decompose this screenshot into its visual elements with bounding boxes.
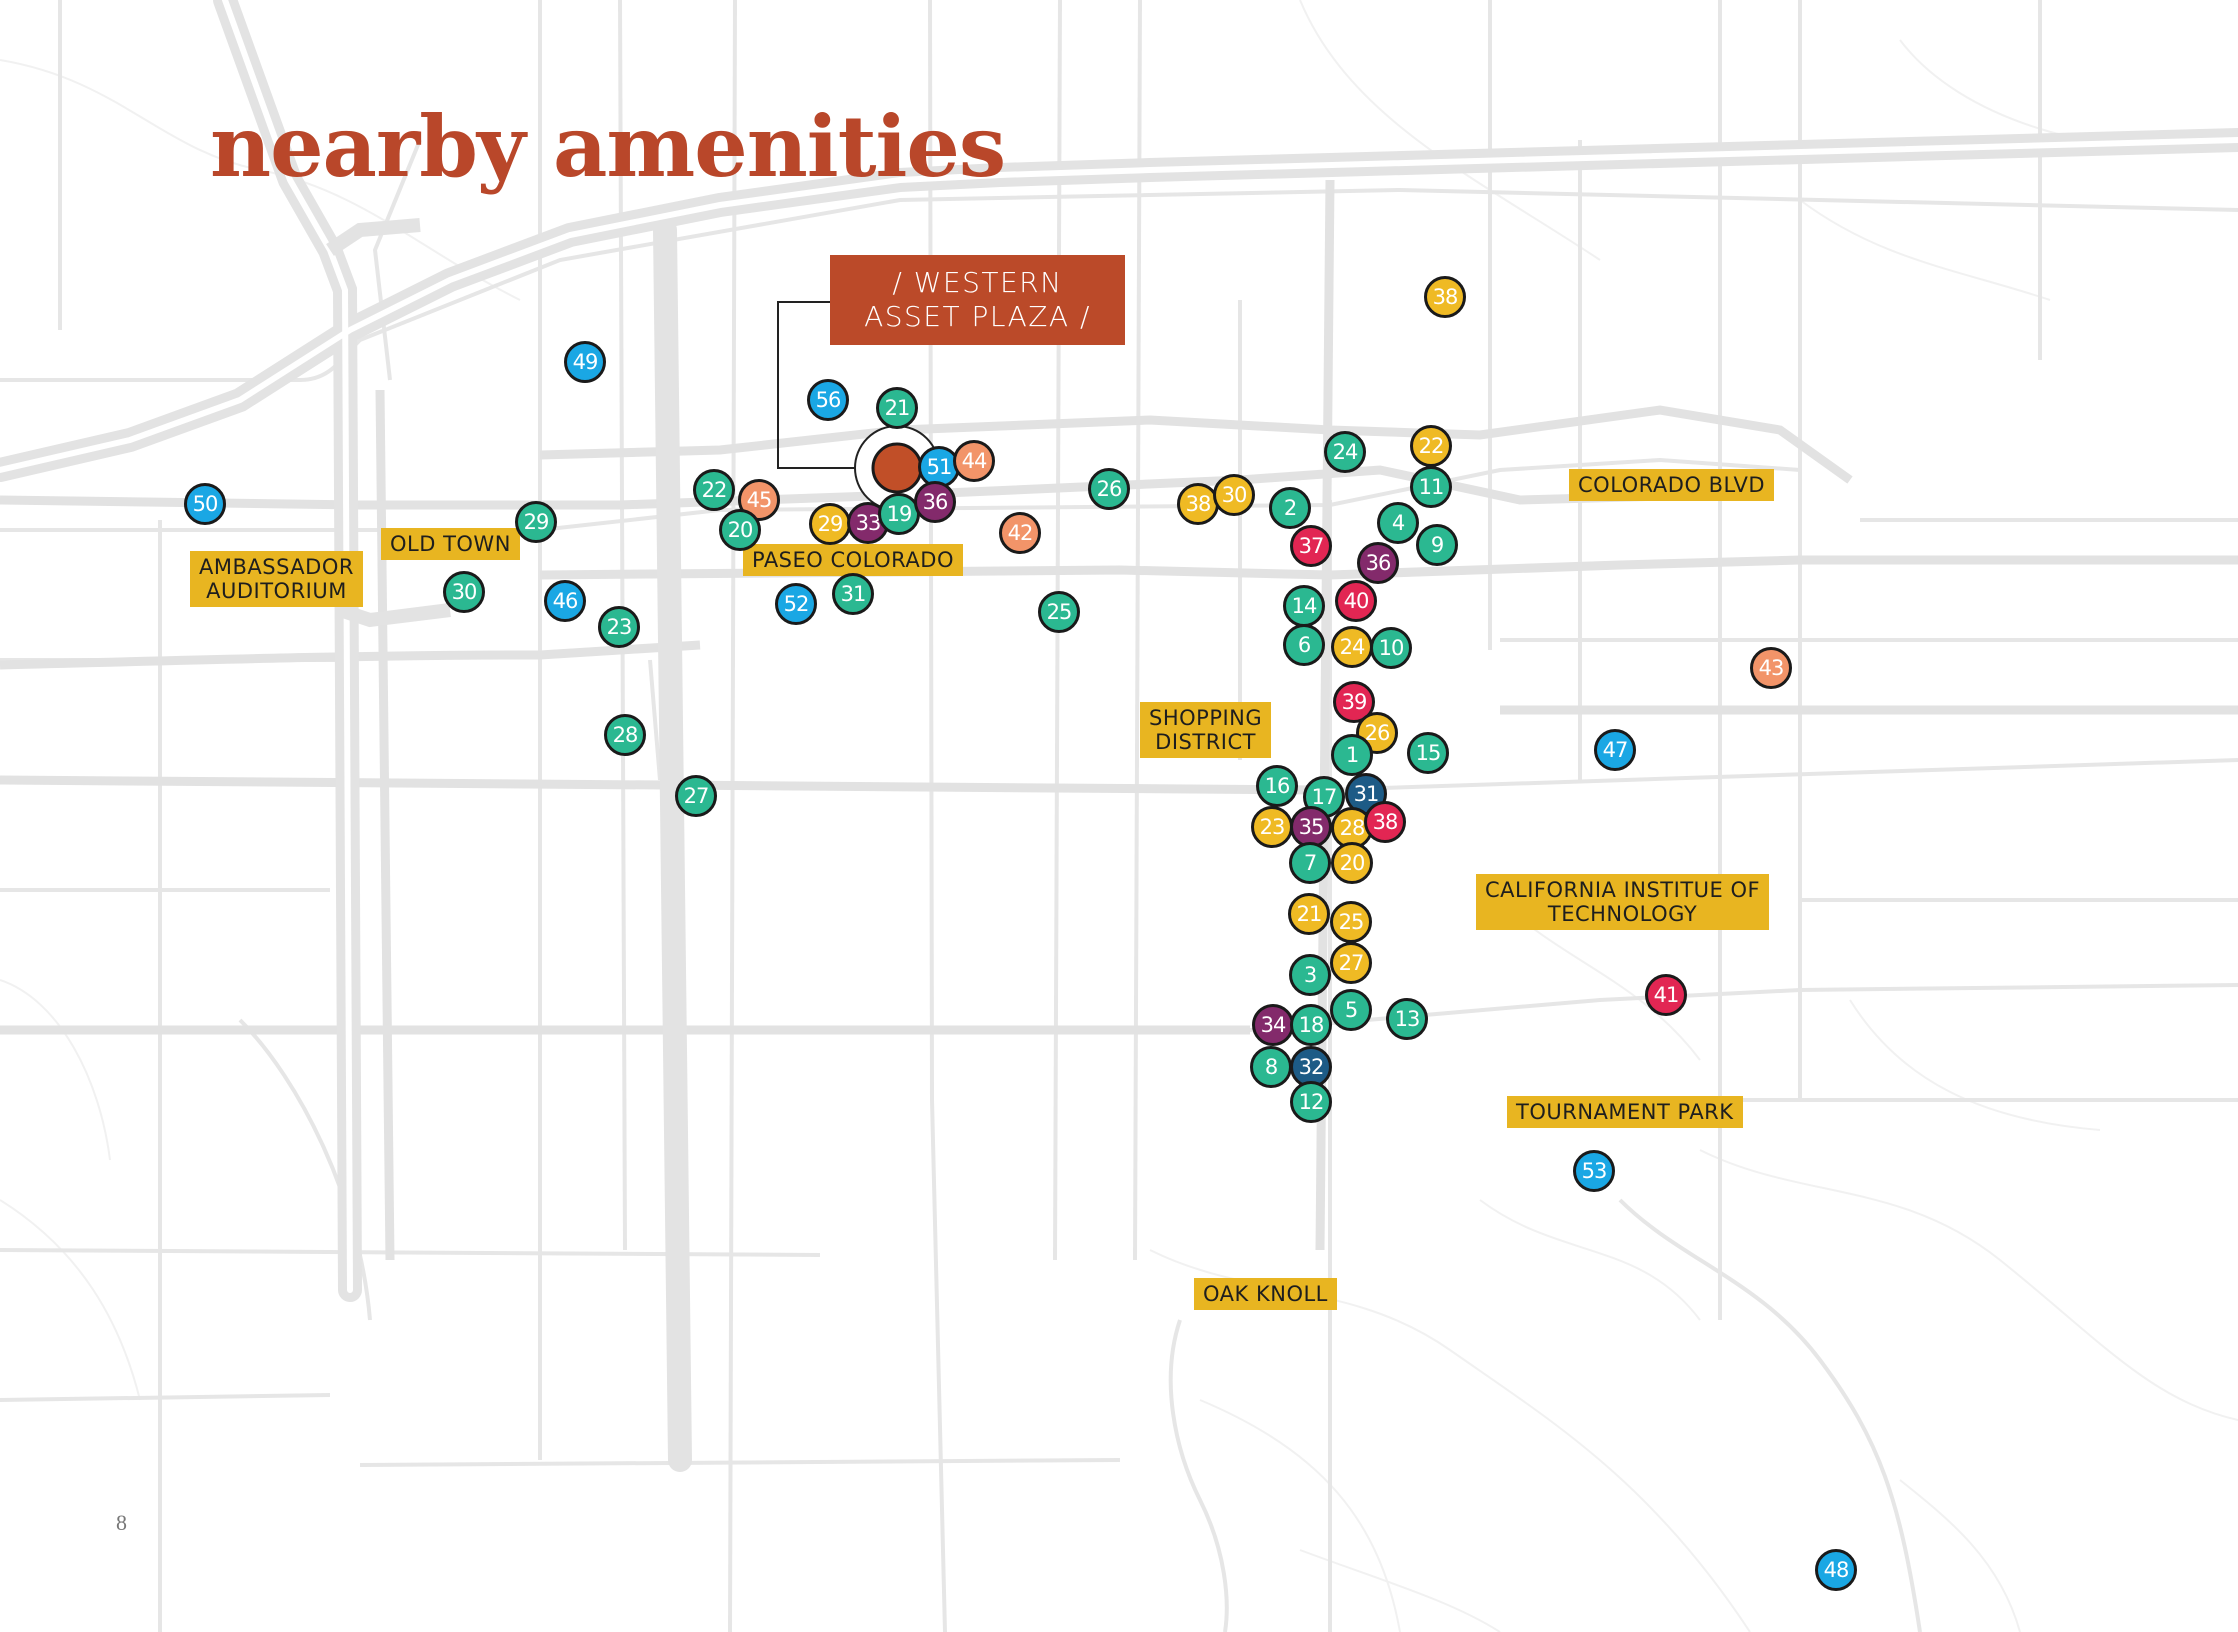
amenity-marker[interactable]: 52	[775, 583, 817, 625]
amenity-marker[interactable]: 35	[1290, 806, 1332, 848]
amenity-marker[interactable]: 31	[832, 573, 874, 615]
amenity-marker[interactable]: 45	[738, 479, 780, 521]
amenity-marker[interactable]: 3	[1289, 954, 1331, 996]
amenity-marker[interactable]: 11	[1410, 466, 1452, 508]
amenity-marker[interactable]: 20	[719, 509, 761, 551]
amenity-marker[interactable]: 24	[1324, 431, 1366, 473]
area-label-tournament-park: TOURNAMENT PARK	[1507, 1096, 1743, 1128]
amenity-marker[interactable]: 1	[1331, 734, 1373, 776]
amenity-marker[interactable]: 8	[1250, 1046, 1292, 1088]
property-label: / WESTERN ASSET PLAZA /	[830, 255, 1125, 345]
amenity-marker[interactable]: 46	[544, 580, 586, 622]
amenity-marker[interactable]: 39	[1333, 681, 1375, 723]
amenity-marker[interactable]: 16	[1256, 765, 1298, 807]
amenity-marker[interactable]: 27	[675, 775, 717, 817]
amenity-marker[interactable]: 23	[1251, 806, 1293, 848]
amenity-marker[interactable]: 23	[598, 606, 640, 648]
area-label-ambassador-auditorium: AMBASSADOR AUDITORIUM	[190, 551, 363, 607]
amenity-marker[interactable]: 36	[1357, 542, 1399, 584]
area-label-paseo-colorado: PASEO COLORADO	[743, 544, 963, 576]
amenity-marker[interactable]: 7	[1289, 842, 1331, 884]
amenity-marker[interactable]: 40	[1335, 580, 1377, 622]
area-label-shopping-district: SHOPPING DISTRICT	[1140, 702, 1272, 758]
property-leader-line	[777, 301, 878, 469]
property-dot	[871, 442, 923, 494]
amenity-marker[interactable]: 48	[1815, 1549, 1857, 1591]
area-label-old-town: OLD TOWN	[381, 528, 520, 560]
amenity-marker[interactable]: 38	[1424, 276, 1466, 318]
amenity-marker[interactable]: 56	[807, 379, 849, 421]
amenity-marker[interactable]: 30	[443, 571, 485, 613]
amenity-marker[interactable]: 13	[1386, 998, 1428, 1040]
amenity-marker[interactable]: 15	[1407, 732, 1449, 774]
amenity-marker[interactable]: 38	[1364, 801, 1406, 843]
page-number: 8	[116, 1510, 127, 1535]
amenity-marker[interactable]: 10	[1370, 627, 1412, 669]
amenity-marker[interactable]: 44	[953, 440, 995, 482]
amenity-marker[interactable]: 42	[999, 512, 1041, 554]
amenity-marker[interactable]: 30	[1213, 474, 1255, 516]
area-label-oak-knoll: OAK KNOLL	[1194, 1278, 1337, 1310]
amenity-marker[interactable]: 25	[1330, 901, 1372, 943]
amenity-marker[interactable]: 2	[1269, 487, 1311, 529]
amenity-marker[interactable]: 21	[1288, 893, 1330, 935]
amenity-marker[interactable]: 9	[1416, 524, 1458, 566]
amenity-marker[interactable]: 6	[1283, 624, 1325, 666]
amenity-marker[interactable]: 29	[809, 503, 851, 545]
area-label-colorado-blvd: COLORADO BLVD	[1569, 469, 1774, 501]
amenity-marker[interactable]: 47	[1594, 729, 1636, 771]
amenity-marker[interactable]: 49	[564, 341, 606, 383]
amenity-marker[interactable]: 29	[515, 501, 557, 543]
amenity-marker[interactable]: 25	[1038, 591, 1080, 633]
amenity-marker[interactable]: 50	[184, 483, 226, 525]
amenity-marker[interactable]: 27	[1330, 942, 1372, 984]
amenity-marker[interactable]: 21	[876, 387, 918, 429]
amenity-marker[interactable]: 26	[1356, 712, 1398, 754]
amenity-marker[interactable]: 22	[1410, 425, 1452, 467]
amenity-marker[interactable]: 5	[1330, 989, 1372, 1031]
amenity-marker[interactable]: 20	[1331, 842, 1373, 884]
page-title: nearby amenities	[210, 97, 1006, 196]
amenity-marker[interactable]: 41	[1645, 974, 1687, 1016]
amenity-marker[interactable]: 36	[914, 481, 956, 523]
amenity-marker[interactable]: 12	[1290, 1081, 1332, 1123]
amenity-marker[interactable]: 38	[1177, 483, 1219, 525]
amenity-marker[interactable]: 18	[1290, 1004, 1332, 1046]
amenity-marker[interactable]: 28	[604, 714, 646, 756]
amenity-marker[interactable]: 53	[1573, 1150, 1615, 1192]
amenity-marker[interactable]: 14	[1283, 585, 1325, 627]
area-label-caltech: CALIFORNIA INSTITUE OF TECHNOLOGY	[1476, 874, 1770, 930]
amenity-marker[interactable]: 43	[1750, 647, 1792, 689]
amenity-marker[interactable]: 37	[1290, 525, 1332, 567]
amenity-marker[interactable]: 4	[1377, 502, 1419, 544]
amenity-marker[interactable]: 22	[693, 469, 735, 511]
amenity-marker[interactable]: 24	[1331, 626, 1373, 668]
amenity-marker[interactable]: 34	[1252, 1004, 1294, 1046]
amenity-marker[interactable]: 26	[1088, 468, 1130, 510]
